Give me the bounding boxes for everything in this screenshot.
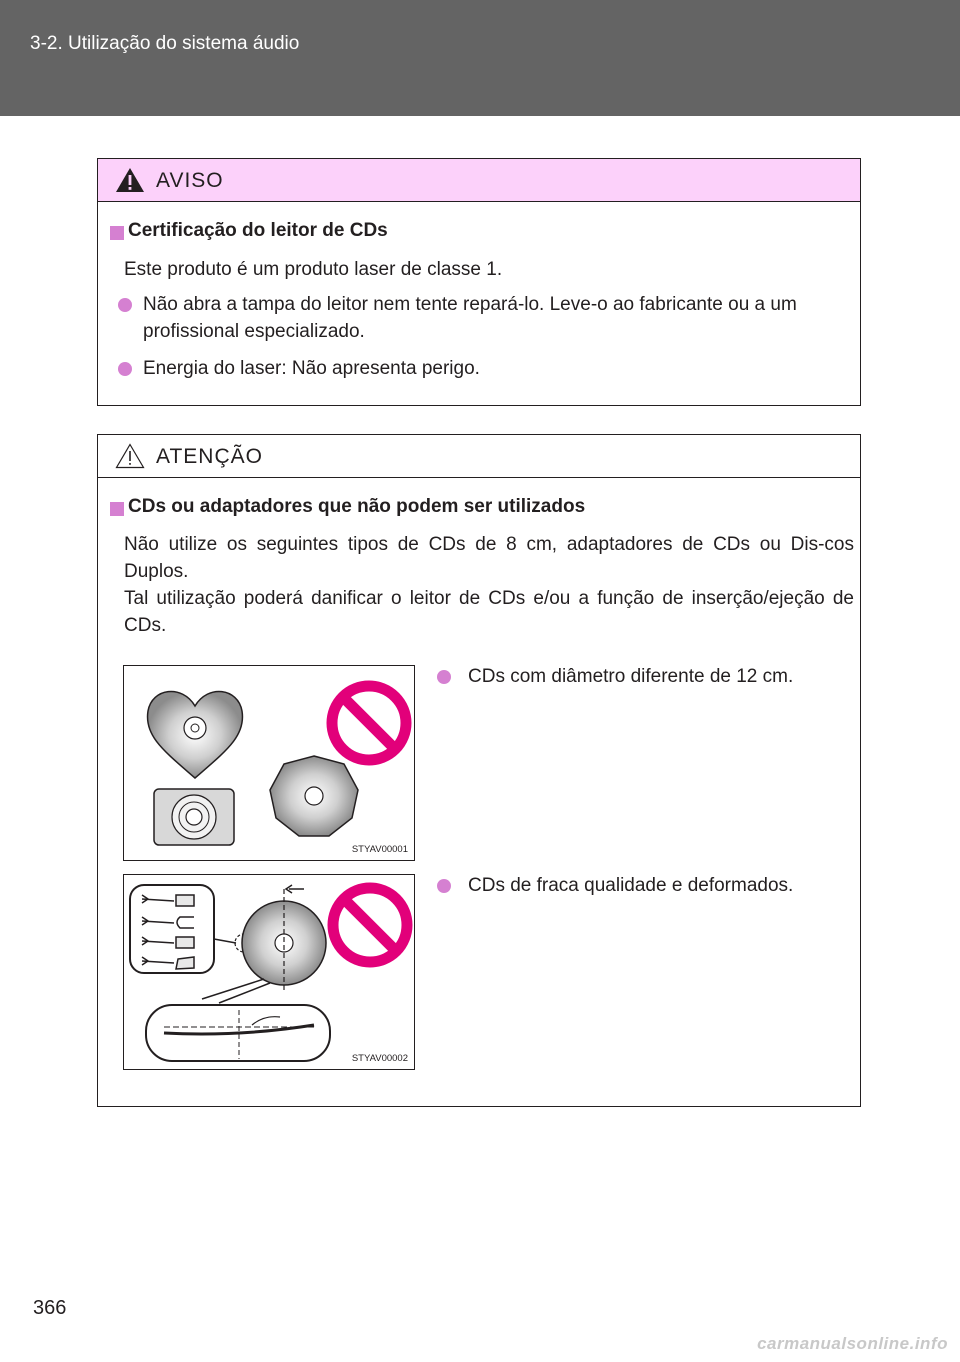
caution-paragraph-1: Não utilize os seguintes tipos de CDs de… [124,534,854,582]
round-bullet-icon [437,670,451,684]
figure-1-caption: CDs com diâmetro diferente de 12 cm. [468,666,794,687]
round-bullet-icon [118,298,132,312]
caution-triangle-icon [115,443,145,469]
round-bullet-icon [118,362,132,376]
square-bullet-icon [110,502,124,516]
caution-title-bar: ATENÇÃO [98,435,860,478]
section-title: 3-2. Utilização do sistema áudio [30,33,300,54]
figure-2-caption: CDs de fraca qualidade e deformados. [468,875,794,896]
caution-paragraph-2: Tal utilização poderá danificar o leitor… [124,588,854,636]
warning-title: AVISO [156,169,224,192]
warning-triangle-icon [116,168,144,192]
warning-subheading: Certificação do leitor de CDs [128,220,388,241]
figure-code: STYAV00002 [351,1053,408,1064]
warning-intro: Este produto é um produto laser de class… [124,259,503,280]
warning-box: AVISO Certificação do leitor de CDs Este… [97,158,861,406]
caution-box: ATENÇÃO CDs ou adaptadores que não podem… [97,434,861,1107]
caution-subheading: CDs ou adaptadores que não podem ser uti… [128,496,586,517]
deformed-cds-illustration [129,882,413,1062]
warning-bullet-2: Energia do laser: Não apresenta perigo. [143,358,480,379]
round-bullet-icon [437,879,451,893]
watermark: carmanualsonline.info [757,1334,948,1353]
figure-odd-shaped-cds: STYAV00001 [123,665,415,861]
caution-title: ATENÇÃO [156,445,263,468]
odd-shaped-cds-illustration [146,680,412,846]
warning-title-bar: AVISO [98,159,860,202]
figure-deformed-cds: STYAV00002 [123,874,415,1070]
figure-code: STYAV00001 [351,844,408,855]
warning-bullet-1: Não abra a tampa do leitor nem tente rep… [143,294,797,342]
page-header: 3-2. Utilização do sistema áudio [0,0,960,116]
square-bullet-icon [110,226,124,240]
page-number: 366 [33,1297,67,1319]
